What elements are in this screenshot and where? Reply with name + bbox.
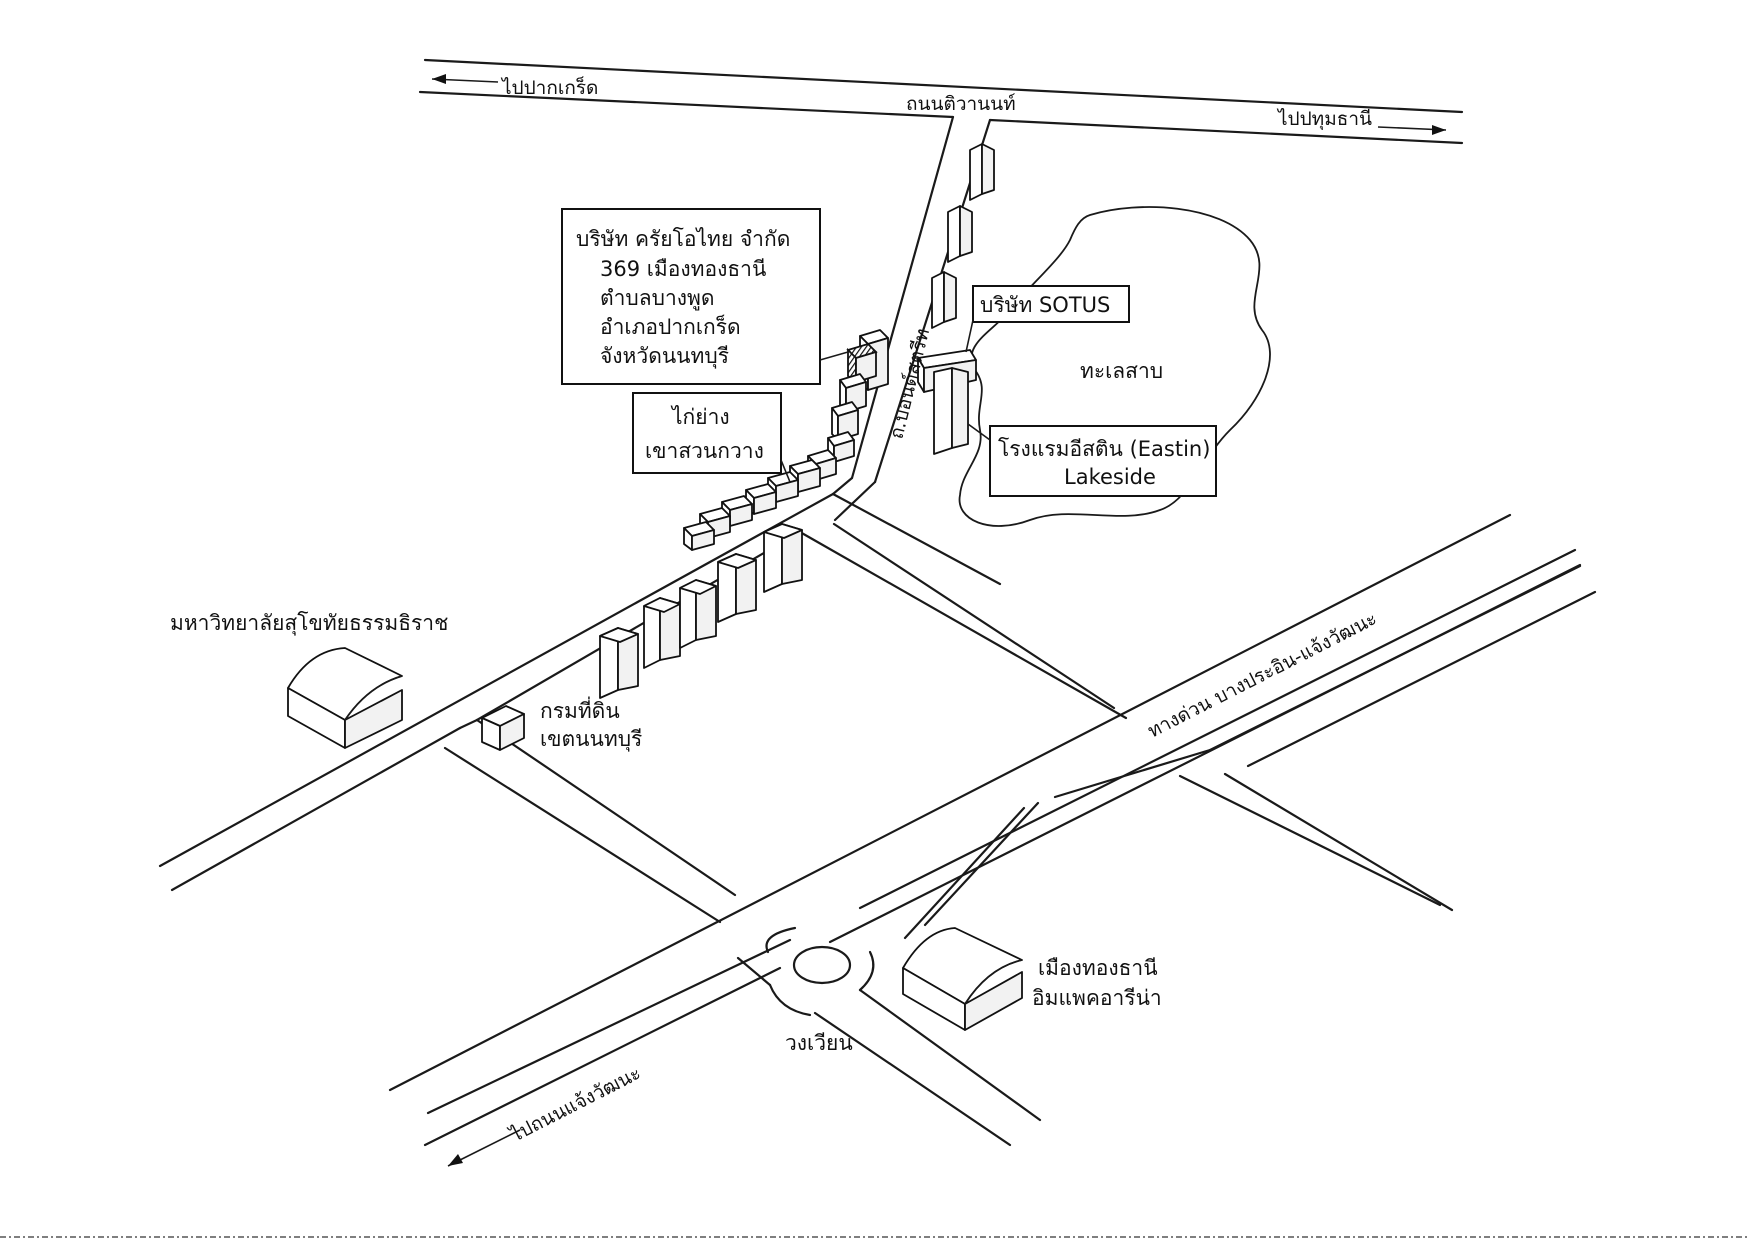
- roundabout[interactable]: [736, 926, 1042, 1147]
- tiwanon-road: [418, 58, 1464, 145]
- label-kai-yang-2: เขาสวนกวาง: [645, 439, 764, 463]
- expressway-ramps: [903, 748, 1212, 940]
- label-to-chaengwattana: ไปถนนแจ้งวัฒนะ: [506, 1062, 645, 1147]
- label-expressway: ทางด่วน บางประอิน-แจ้งวัฒนะ: [1144, 608, 1380, 743]
- arrow-to-chaengwattana: [447, 1129, 521, 1167]
- condo-towers: [599, 523, 803, 699]
- label-land-dept-2: เขตนนทบุรี: [540, 727, 642, 752]
- label-land-dept-1: กรมที่ดิน: [540, 696, 620, 723]
- impact-arena-building: [902, 927, 1023, 1031]
- label-eastin-1: โรงแรมอีสติน (Eastin): [998, 437, 1210, 461]
- towers-north: [931, 143, 995, 329]
- university-building: [287, 647, 403, 749]
- company-address-line-3: อำเภอปากเกร็ด: [600, 313, 741, 339]
- eastin-box: [967, 423, 1217, 497]
- land-dept-building: [481, 705, 525, 751]
- arrow-to-pakkret: [431, 74, 499, 84]
- sotus-box: [965, 285, 1130, 353]
- label-impact-1: เมืองทองธานี: [1038, 956, 1158, 980]
- label-lake: ทะเลสาบ: [1080, 359, 1163, 383]
- label-impact-2: อิมแพคอารีน่า: [1032, 986, 1162, 1010]
- expressway: [388, 513, 1582, 1147]
- label-sotus: บริษัท SOTUS: [980, 293, 1110, 317]
- bond-street-road: [831, 115, 992, 522]
- left-diagonal-road: [158, 492, 835, 892]
- company-address-line-2: ตำบลบางพูด: [600, 286, 715, 311]
- label-tiwanon-road: ถนนติวานนท์: [906, 93, 1016, 115]
- eastin-building: [917, 349, 977, 455]
- company-name: บริษัท ครัยโอไทย จำกัด: [576, 227, 790, 251]
- company-address-box: [561, 208, 849, 385]
- label-to-pakkret: ไปปากเกร็ด: [500, 75, 598, 99]
- label-to-pathumthani: ไปปทุมธานี: [1276, 108, 1372, 131]
- label-university: มหาวิทยาลัยสุโขทัยธรรมธิราช: [170, 611, 448, 636]
- company-address-line-1: 369 เมืองทองธานี: [600, 257, 766, 281]
- company-address-line-4: จังหวัดนนทบุรี: [600, 344, 729, 369]
- label-roundabout: วงเวียน: [785, 1031, 853, 1055]
- arrow-to-pathumthani: [1377, 125, 1447, 135]
- shophouse-row: [683, 329, 889, 551]
- label-kai-yang-1: ไก่ย่าง: [670, 405, 730, 429]
- kai-yang-box: [632, 392, 791, 483]
- label-eastin-2: Lakeside: [1064, 465, 1156, 489]
